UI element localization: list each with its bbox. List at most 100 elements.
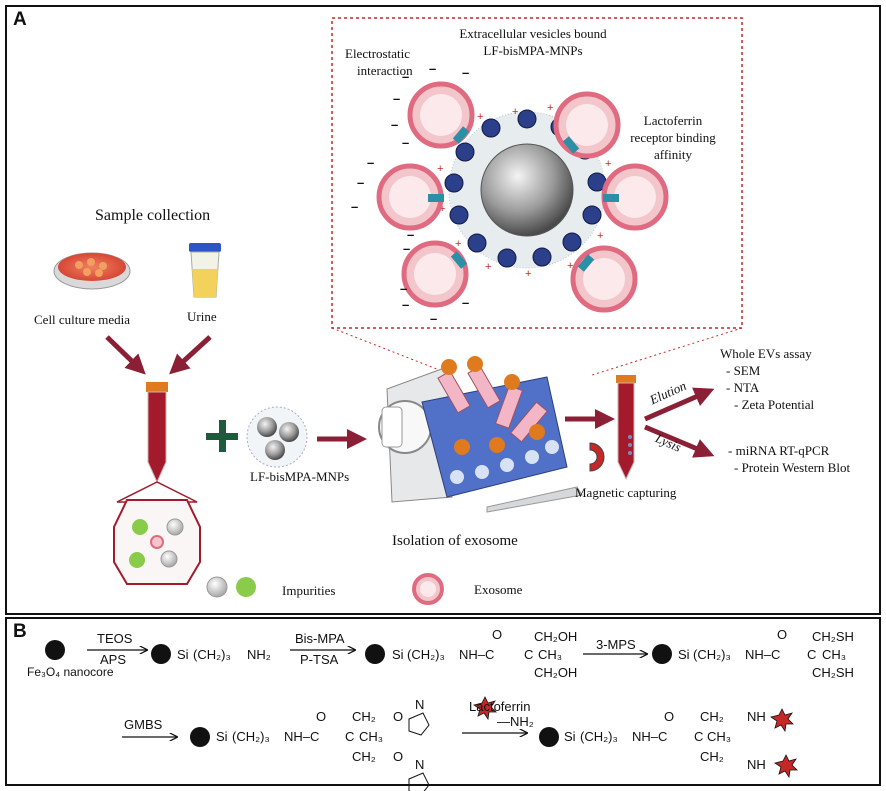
inset-title-line1: Extracellular vesicles bound (459, 26, 607, 41)
si-1: Si (177, 647, 189, 662)
ester-o-top: O (393, 709, 404, 724)
chain-5: (CH₂)₃ (580, 729, 618, 744)
inset-title-line2: LF-bisMPA-MNPs (483, 43, 583, 58)
ch2sh-bottom: CH₂SH (812, 665, 854, 680)
ch3-4: CH₃ (359, 729, 384, 744)
svg-text:–: – (462, 295, 469, 310)
svg-text:–: – (429, 61, 436, 76)
reagent-lactoferrin-nh2: —NH₂ (497, 714, 534, 729)
svg-text:–: – (357, 175, 364, 190)
amide-4: NH–C (284, 729, 320, 744)
svg-text:–: – (391, 117, 398, 132)
svg-text:–: – (403, 241, 410, 256)
panel-a: A (5, 5, 881, 615)
svg-text:+: + (512, 106, 518, 118)
fe3o4-label: Fe₃O₄ nanocore (27, 665, 114, 679)
c-3: C (807, 647, 817, 662)
svg-text:–: – (400, 281, 407, 296)
electrostatic-label-line2: interaction (357, 63, 413, 78)
chain-4: (CH₂)₃ (232, 729, 270, 744)
lactoferrin-label-line3: affinity (653, 147, 693, 162)
chain-2: (CH₂)₃ (407, 647, 445, 662)
svg-text:–: – (351, 199, 358, 214)
n-bottom: N (415, 757, 425, 772)
urine-container (189, 243, 221, 298)
electrostatic-label-line1: Electrostatic (345, 46, 410, 61)
ch2sh-top: CH₂SH (812, 629, 854, 644)
sample-tube (116, 382, 198, 503)
ch2-top-5: CH₂ (700, 709, 724, 724)
lf-mnps-label: LF-bisMPA-MNPs (250, 469, 350, 484)
reagent-lactoferrin: Lactoferrin (469, 699, 531, 714)
assay-western: - Protein Western Blot (734, 460, 851, 475)
urine-label: Urine (187, 309, 217, 324)
assay-sem: - SEM (726, 363, 761, 378)
ch3-2: CH₃ (538, 647, 563, 662)
panel-a-graphics: +++ +++ +++ +++ ++ (53, 17, 743, 605)
svg-text:+: + (605, 158, 611, 170)
magnetic-capturing-label: Magnetic capturing (575, 485, 677, 500)
inset-box (331, 17, 743, 329)
carbonyl-o-5: O (664, 709, 675, 724)
si-5: Si (564, 729, 576, 744)
legend-exosome-label: Exosome (474, 582, 523, 597)
svg-text:+: + (439, 203, 445, 215)
legend-exosome-icon (412, 573, 444, 605)
chain-3: (CH₂)₃ (693, 647, 731, 662)
ch2-bottom-4: CH₂ (352, 749, 376, 764)
nh-top-5: NH (747, 709, 766, 724)
assay-mirna: - miRNA RT-qPCR (728, 443, 830, 458)
svg-text:–: – (402, 135, 409, 150)
ch3-5: CH₃ (707, 729, 732, 744)
ch2-bottom-5: CH₂ (700, 749, 724, 764)
carbonyl-o-4: O (316, 709, 327, 724)
reagent-3mps: 3-MPS (596, 637, 636, 652)
svg-text:+: + (597, 230, 603, 242)
reagent-ptsa: P-TSA (300, 652, 339, 667)
si-3: Si (678, 647, 690, 662)
legend-impurity-icons (206, 576, 256, 598)
ch3-3: CH₃ (822, 647, 847, 662)
svg-text:–: – (367, 155, 374, 170)
cell-culture-media-label: Cell culture media (34, 312, 131, 327)
amide-3: NH–C (745, 647, 781, 662)
magnet-icon (589, 442, 605, 472)
svg-text:+: + (525, 268, 531, 280)
n-top: N (415, 697, 425, 712)
reagent-aps: APS (100, 652, 127, 667)
chain-1: (CH₂)₃ (193, 647, 231, 662)
ester-o-bottom: O (393, 749, 404, 764)
si-4: Si (216, 729, 228, 744)
panel-a-label: A (13, 9, 27, 30)
reagent-gmbs: GMBS (124, 717, 163, 732)
assay-nta: - NTA (726, 380, 760, 395)
svg-text:–: – (430, 311, 437, 326)
c-2: C (524, 647, 534, 662)
svg-text:+: + (547, 102, 553, 114)
svg-text:+: + (485, 261, 491, 273)
magnetic-tube (616, 375, 636, 481)
svg-text:+: + (477, 111, 483, 123)
amine-end: NH₂ (247, 647, 271, 662)
si-2: Si (392, 647, 404, 662)
panel-b: B TEOS APS Fe₃O₄ nan (5, 617, 881, 791)
reagent-bismpa: Bis-MPA (295, 631, 345, 646)
carbonyl-o-2: O (492, 627, 503, 642)
amide-2: NH–C (459, 647, 495, 662)
assay-zeta: - Zeta Potential (734, 397, 815, 412)
isolation-title: Isolation of exosome (392, 533, 518, 549)
legend-impurities-label: Impurities (282, 583, 336, 598)
inset-vesicles: ––– ––– ––– ––– ––– (351, 61, 669, 326)
sample-collection-title: Sample collection (95, 207, 211, 224)
reagent-teos: TEOS (97, 631, 133, 646)
mnp-bubble (246, 406, 308, 468)
cell-culture-dish (53, 252, 131, 290)
svg-text:+: + (437, 163, 443, 175)
whole-evs-assay-label: Whole EVs assay (720, 346, 812, 361)
svg-text:–: – (402, 69, 409, 84)
amide-5: NH–C (632, 729, 668, 744)
panel-b-label: B (13, 621, 27, 642)
svg-text:–: – (462, 65, 469, 80)
plus-sign (206, 420, 238, 452)
svg-text:–: – (393, 91, 400, 106)
